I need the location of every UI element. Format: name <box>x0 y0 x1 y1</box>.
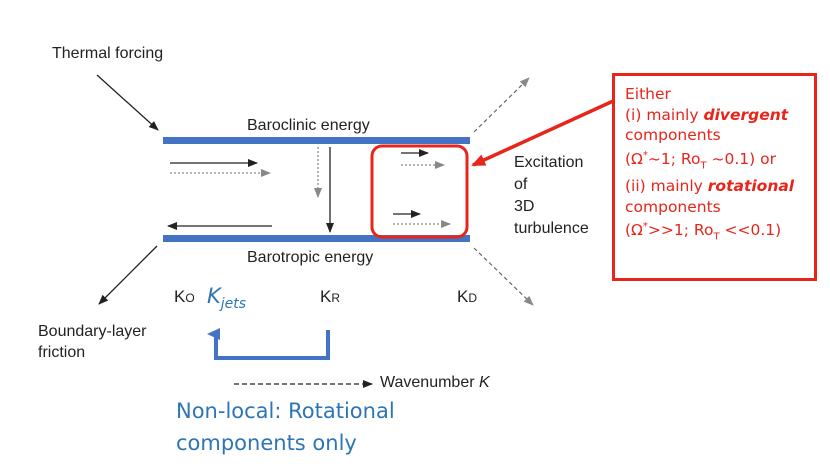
friction-arrow <box>98 245 158 305</box>
boundary-layer-label-line2: friction <box>38 344 86 361</box>
barotropic-energy-label: Barotropic energy <box>247 249 374 266</box>
nonlocal-note-line2: components only <box>176 431 357 455</box>
thermal-forcing-arrow <box>96 74 159 131</box>
nonlocal-transfer-arrow <box>207 328 330 360</box>
upper-escape-arrow <box>473 77 530 133</box>
nonlocal-note-line1: Non-local: Rotational <box>176 399 395 423</box>
thermal-forcing-label: Thermal forcing <box>52 45 164 62</box>
boundary-layer-label-line1: Boundary-layer <box>38 323 147 340</box>
callout-line-components-2: components <box>625 197 721 216</box>
highlight-box <box>370 144 469 239</box>
kjets-label: Kjets <box>207 284 247 313</box>
baroclinic-energy-label: Baroclinic energy <box>247 117 370 134</box>
excitation-label-line3: 3D <box>514 198 535 215</box>
callout-line-divergent: (i) mainly divergent <box>625 105 789 124</box>
excitation-label-line1: Excitation <box>514 154 584 171</box>
excitation-label-line2: of <box>514 176 528 193</box>
callout-line-rotational-params: (Ω*>>1; RoT <<0.1) <box>625 221 782 243</box>
excitation-label-line4: turbulence <box>514 220 589 237</box>
callout-line-components-1: components <box>625 126 721 144</box>
callout-line-rotational: (ii) mainly rotational <box>625 177 795 196</box>
regime-callout-box: Either (i) mainly divergent components (… <box>612 73 817 281</box>
wavenumber-label: Wavenumber K <box>380 374 490 391</box>
kr-label: KR <box>320 287 341 306</box>
barotropic-bar <box>163 235 470 242</box>
callout-arrow <box>471 95 623 167</box>
ko-label: KO <box>174 287 195 306</box>
callout-line-either: Either <box>625 85 671 103</box>
baroclinic-bar <box>163 137 470 144</box>
callout-line-divergent-params: (Ω*~1; RoT ~0.1) or <box>625 149 776 171</box>
lower-escape-arrow <box>473 247 534 306</box>
kd-label: KD <box>457 287 478 306</box>
